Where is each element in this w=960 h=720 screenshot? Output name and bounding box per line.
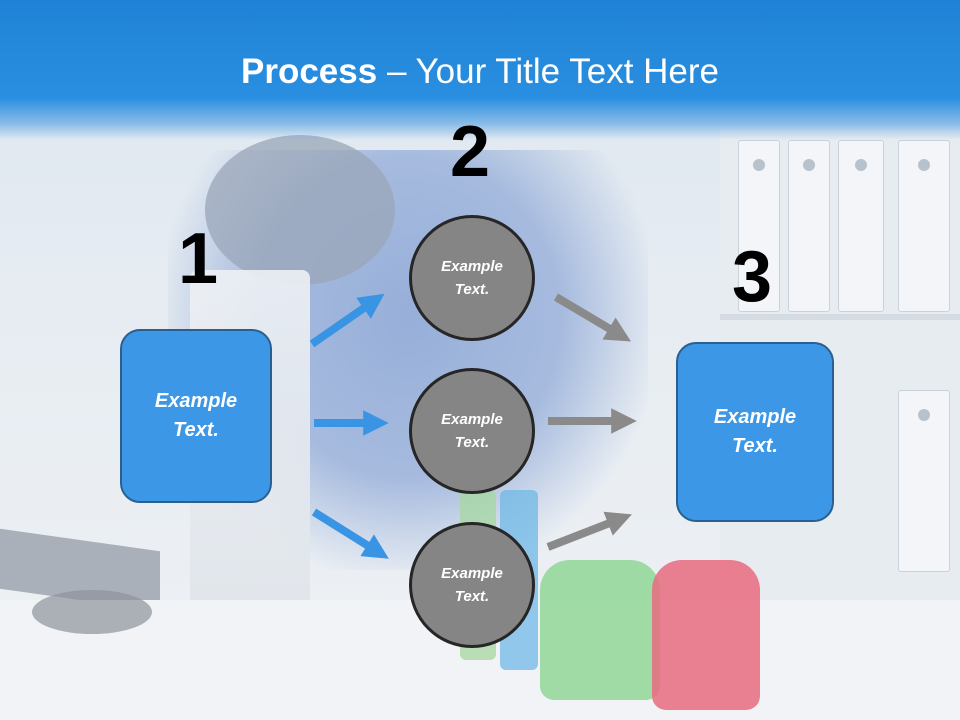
step-number-2: 2 (450, 112, 491, 192)
step-3-box: Example Text. (676, 342, 834, 522)
person-head (205, 135, 395, 285)
step-number-3: 3 (732, 237, 773, 317)
title-rest: – Your Title Text Here (377, 52, 719, 91)
gray-arrow-up (546, 511, 632, 551)
circle-label: Example Text. (441, 565, 503, 605)
binder (838, 140, 884, 312)
blue-arrow-down (311, 508, 389, 559)
binder (738, 140, 780, 312)
step-1-label: Example Text. (154, 390, 238, 441)
circle-label: Example Text. (441, 258, 503, 298)
step-2-circle-middle: Example Text. (409, 368, 535, 494)
step-2-circle-top: Example Text. (409, 215, 535, 341)
shelf-line (720, 314, 960, 320)
title-bar (0, 0, 960, 140)
step-2-circle-bottom: Example Text. (409, 522, 535, 648)
computer-mouse (32, 590, 152, 634)
red-flask (652, 560, 760, 710)
step-3-label: Example Text. (713, 406, 797, 457)
title-bold: Process (241, 52, 378, 91)
green-flask (540, 560, 660, 700)
blue-arrow-up (309, 293, 385, 348)
binder (898, 140, 950, 312)
step-1-box: Example Text. (120, 329, 272, 503)
slide-title: Process – Your Title Text Here (0, 52, 960, 92)
binder (898, 390, 950, 572)
circle-label: Example Text. (441, 411, 503, 451)
gray-arrow-down (553, 293, 632, 342)
binder (788, 140, 830, 312)
step-number-1: 1 (178, 219, 219, 299)
